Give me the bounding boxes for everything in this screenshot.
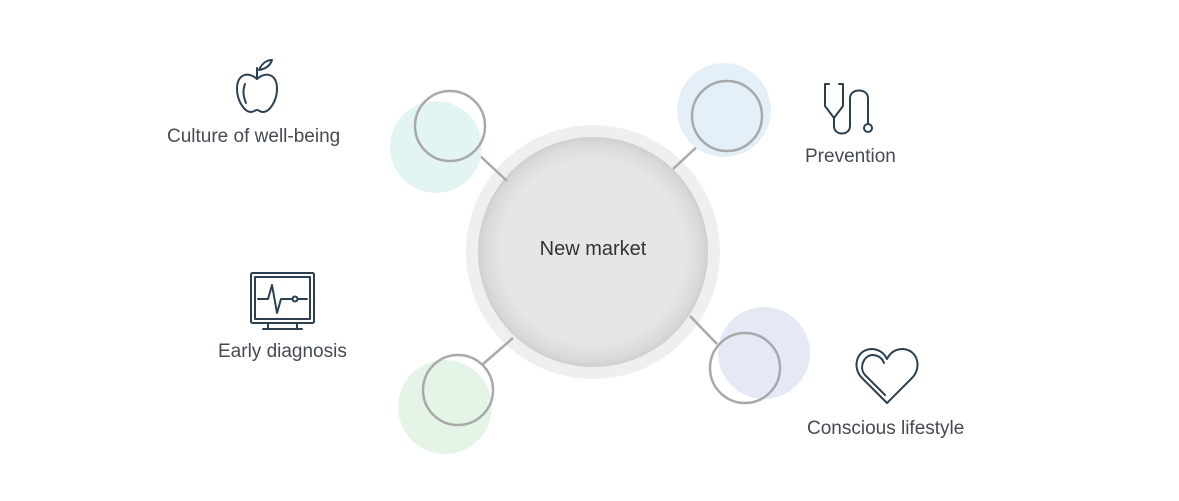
connector-lifestyle [689, 315, 718, 345]
apple-icon [236, 59, 278, 113]
accent-blob-diagnosis [398, 360, 492, 454]
stethoscope-icon [824, 83, 873, 135]
node-label-lifestyle: Conscious lifestyle [807, 418, 965, 439]
connector-diagnosis [482, 337, 514, 365]
node-label-prevention: Prevention [805, 146, 896, 167]
heart-icon [855, 348, 919, 404]
connector-culture [476, 152, 508, 182]
node-ring-prevention [690, 79, 764, 153]
node-label-diagnosis: Early diagnosis [218, 341, 347, 362]
node-label-culture: Culture of well-being [167, 126, 341, 147]
node-ring-diagnosis [421, 353, 495, 427]
heart-monitor-icon [250, 272, 315, 330]
accent-blob-prevention [677, 63, 771, 157]
center-circle [478, 137, 708, 367]
node-ring-lifestyle [708, 331, 782, 405]
accent-blob-culture [390, 101, 482, 193]
accent-blob-lifestyle [718, 307, 810, 399]
node-ring-culture [413, 89, 487, 163]
center-label: New market [539, 238, 647, 260]
